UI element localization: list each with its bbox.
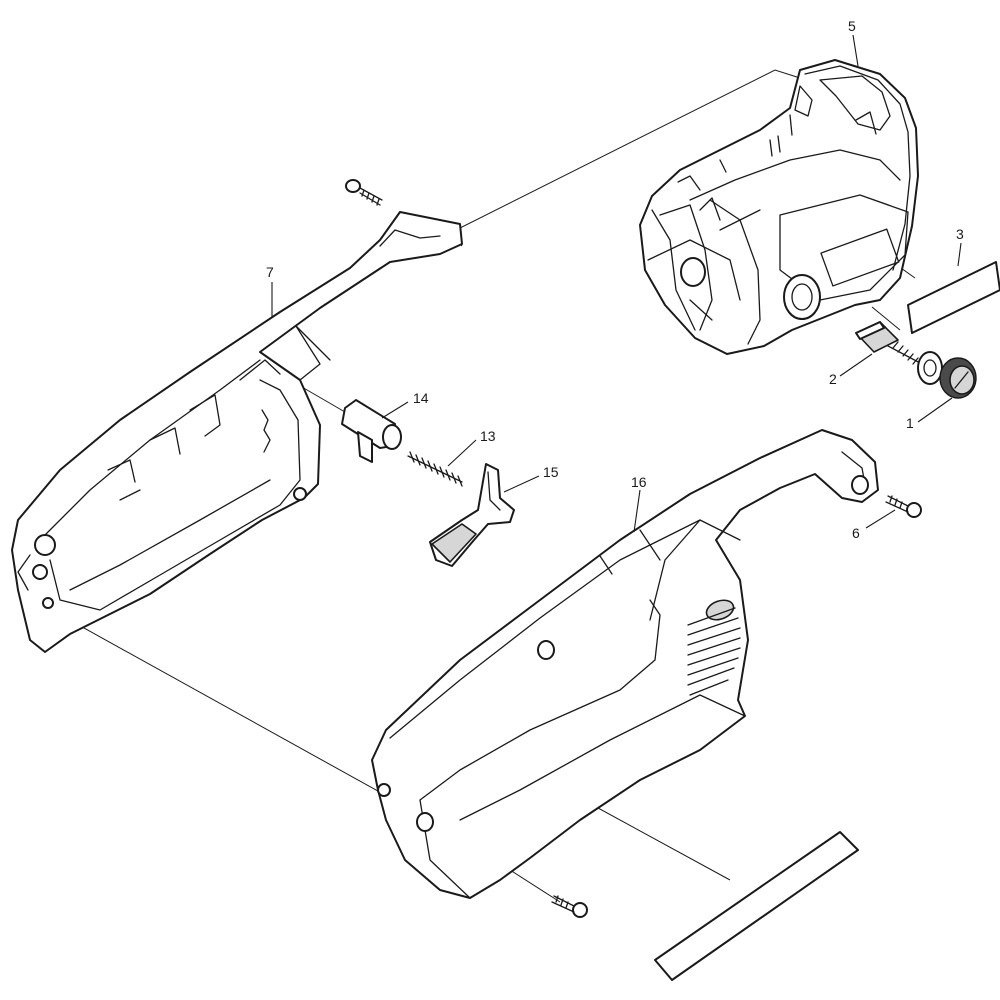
callout-7: 7 — [266, 264, 274, 280]
trigger-pin-part-14 — [341, 399, 402, 463]
callout-2: 2 — [829, 371, 837, 387]
callout-6: 6 — [852, 525, 860, 541]
label-part-3 — [907, 261, 1000, 334]
callout-3: 3 — [956, 226, 964, 242]
spring-part-13 — [407, 451, 463, 487]
callout-1: 1 — [906, 415, 914, 431]
callout-16: 16 — [631, 474, 647, 490]
callout-13: 13 — [480, 428, 496, 444]
callout-14: 14 — [413, 390, 429, 406]
trigger-lever-part-15 — [429, 463, 515, 567]
brush-cap-part-1 — [939, 357, 977, 399]
screw-top-left — [345, 179, 383, 206]
callout-labels: 1 2 3 5 6 7 13 14 15 16 — [266, 18, 964, 541]
right-housing-part-16 — [371, 429, 879, 899]
callout-leaders — [271, 34, 962, 533]
callout-15: 15 — [543, 464, 559, 480]
motor-housing-part-5 — [639, 59, 919, 355]
screw-bottom — [551, 895, 588, 918]
carbon-brush-part-2 — [855, 321, 943, 385]
callout-5: 5 — [848, 18, 856, 34]
left-housing-part-7 — [11, 211, 463, 653]
label-plate-bottom — [654, 831, 859, 981]
screw-part-6 — [885, 495, 922, 518]
